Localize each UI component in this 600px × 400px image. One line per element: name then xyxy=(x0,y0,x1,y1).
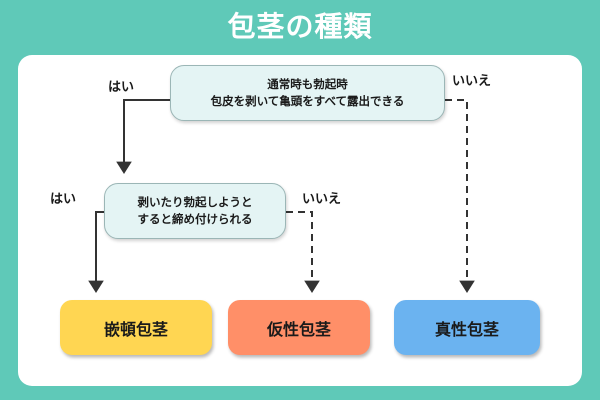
result-node-kanton[interactable]: 嵌頓包茎 xyxy=(60,300,212,355)
page-title: 包茎の種類 xyxy=(227,10,373,43)
decision-q2-line1: 剥いたり勃起しようと xyxy=(137,195,253,209)
edge-label-q1-yes: はい xyxy=(108,80,135,95)
edge-label-q2-no: いいえ xyxy=(302,192,342,207)
decision-q1-line2: 包皮を剥いて亀頭をすべて露出できる xyxy=(210,94,405,108)
edge-label-q1-no: いいえ xyxy=(452,74,492,89)
decision-q2-line2: すると締め付けられる xyxy=(137,212,253,226)
result-node-shinsei[interactable]: 真性包茎 xyxy=(394,300,540,355)
result-node-kasei[interactable]: 仮性包茎 xyxy=(228,300,370,355)
decision-q1-line1: 通常時も勃起時 xyxy=(267,77,348,91)
decision-node-q1[interactable]: 通常時も勃起時 包皮を剥いて亀頭をすべて露出できる xyxy=(170,65,445,121)
decision-node-q2[interactable]: 剥いたり勃起しようと すると締め付けられる xyxy=(104,183,286,239)
edge-label-q2-yes: はい xyxy=(50,192,77,207)
